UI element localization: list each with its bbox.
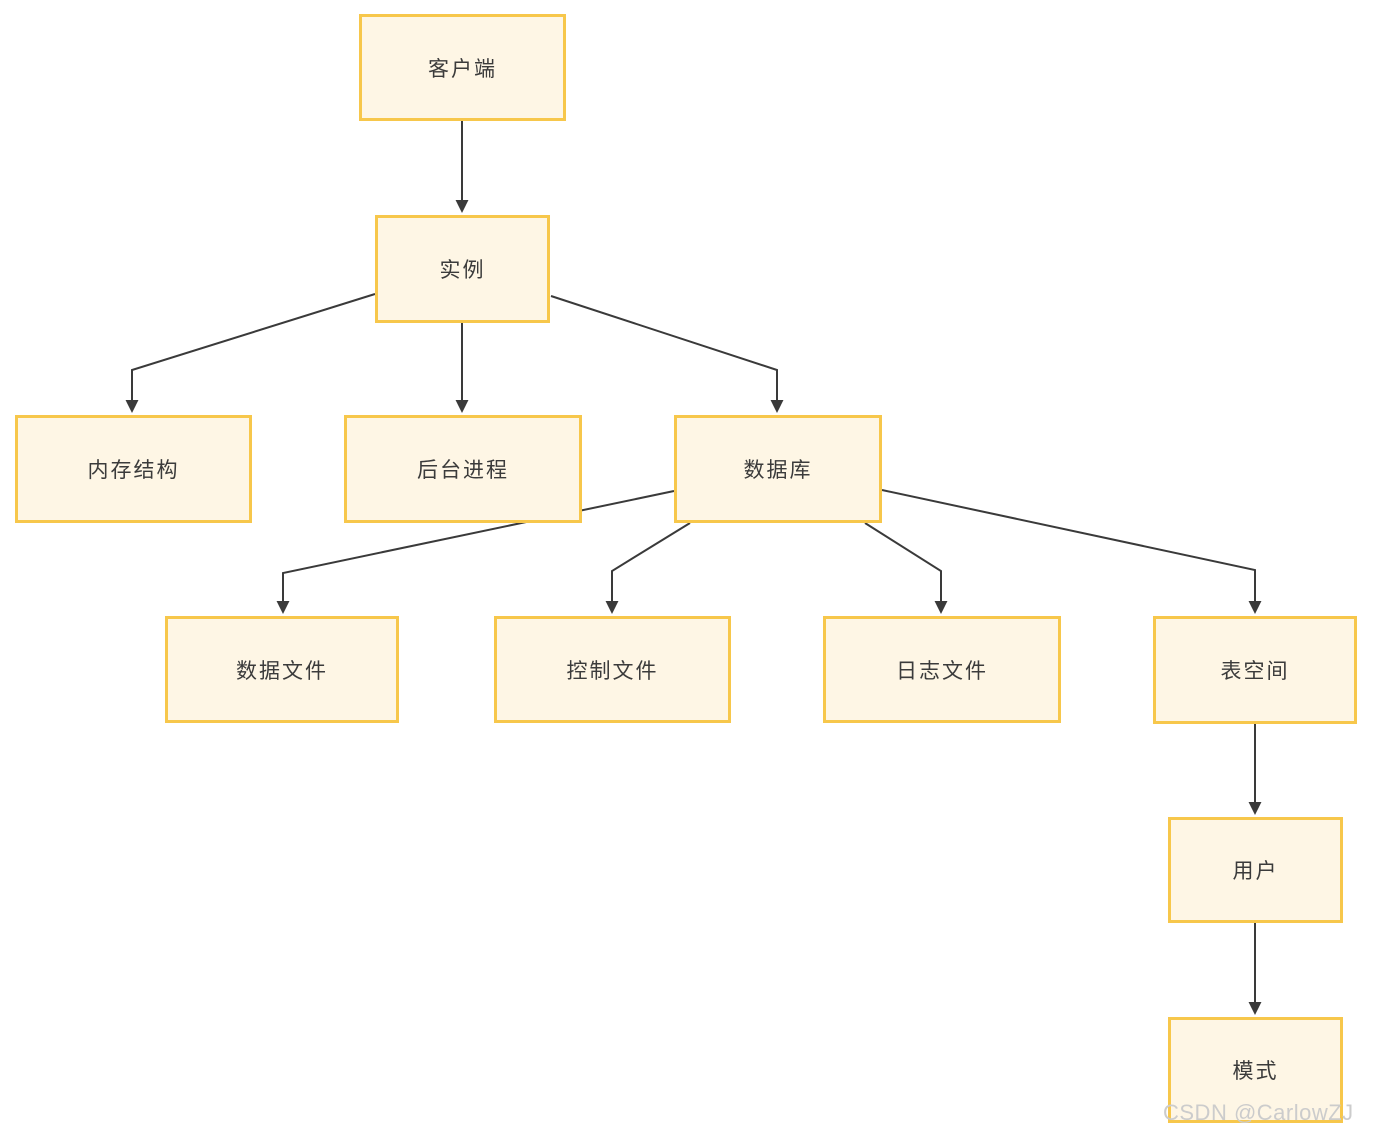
edge-database-to-log-file bbox=[864, 522, 948, 614]
node-background-process: 后台进程 bbox=[344, 415, 582, 523]
node-data-file: 数据文件 bbox=[165, 616, 399, 723]
node-control-file: 控制文件 bbox=[494, 616, 731, 723]
node-label-tablespace: 表空间 bbox=[1220, 660, 1290, 683]
node-label-log-file: 日志文件 bbox=[896, 659, 988, 683]
node-label-memory-structure: 内存结构 bbox=[87, 459, 180, 482]
node-schema: 模式 bbox=[1168, 1017, 1343, 1123]
watermark: CSDN @CarlowZJ bbox=[1163, 1100, 1354, 1125]
node-database: 数据库 bbox=[674, 415, 882, 523]
node-label-client: 客户端 bbox=[428, 57, 497, 81]
node-user: 用户 bbox=[1168, 817, 1343, 923]
node-label-schema: 模式 bbox=[1232, 1060, 1279, 1083]
node-tablespace: 表空间 bbox=[1153, 616, 1357, 724]
node-client: 客户端 bbox=[359, 14, 566, 121]
node-label-instance: 实例 bbox=[439, 259, 486, 282]
edge-instance-to-database bbox=[550, 295, 784, 413]
edge-database-to-control-file bbox=[605, 522, 691, 614]
node-label-control-file: 控制文件 bbox=[566, 659, 659, 683]
node-memory-structure: 内存结构 bbox=[15, 415, 252, 523]
node-log-file: 日志文件 bbox=[823, 616, 1061, 723]
node-label-user: 用户 bbox=[1232, 860, 1279, 883]
edge-database-to-tablespace bbox=[881, 489, 1262, 614]
edge-instance-to-memory-structure bbox=[125, 293, 376, 413]
node-instance: 实例 bbox=[375, 215, 550, 323]
node-label-database: 数据库 bbox=[743, 459, 813, 482]
node-label-data-file: 数据文件 bbox=[236, 659, 328, 683]
node-label-background-process: 后台进程 bbox=[417, 459, 509, 482]
